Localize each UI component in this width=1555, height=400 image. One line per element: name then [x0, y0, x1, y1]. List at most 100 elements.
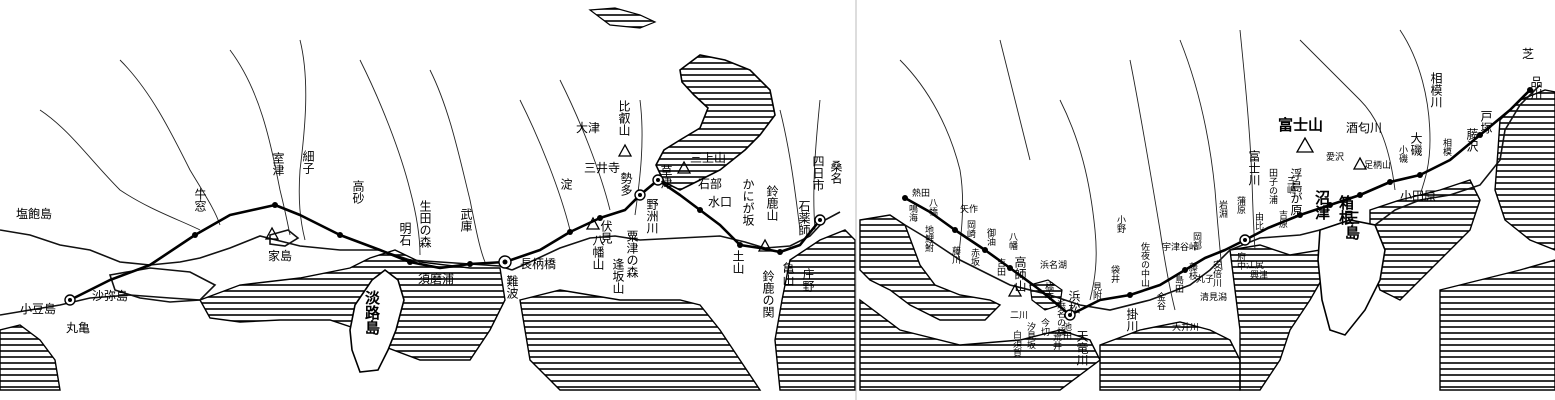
label-mikami: 三上山 [690, 151, 726, 165]
river-e2 [999, 39, 1031, 161]
mountain-ashigara [1352, 156, 1368, 170]
label-hamanabashi: 浜名の橋 [1055, 300, 1066, 337]
river-e4 [1129, 59, 1176, 311]
river-e8 [1399, 29, 1431, 196]
river-w4 [298, 39, 307, 241]
sanyo-coast [0, 229, 513, 271]
label-narumi: 鳴海 [907, 203, 918, 223]
label-sumaura: 須磨浦 [418, 272, 454, 286]
label-fujisawa: 藤沢 [1465, 128, 1479, 153]
label-akashi: 明石 [398, 222, 412, 246]
label-koiso: 小磯 [1397, 145, 1408, 164]
label-yokkaichi: 四日市 [811, 155, 825, 191]
label-fushimi: 伏見 [599, 220, 613, 244]
label-marugame: 丸亀 [66, 321, 90, 335]
label-hiei: 比叡山 [617, 100, 631, 136]
label-hamanako: 浜名湖 [1040, 259, 1067, 271]
label-aizawa: 愛沢 [1326, 151, 1344, 163]
river-e1 [899, 59, 964, 261]
label-nagarabashi: 長柄橋 [520, 257, 556, 271]
label-kakegawa: 掛川 [1125, 307, 1139, 332]
west-stations [64, 174, 826, 306]
station-oiso [1417, 172, 1423, 178]
station-kakegawa [1127, 292, 1133, 298]
label-fujigawa: 富士川 [1247, 149, 1261, 186]
osaka-bay-south [519, 289, 762, 391]
label-ejiri: 江尻 [1246, 260, 1264, 271]
station-mishima [1357, 192, 1363, 198]
label-murotsu: 室津 [271, 151, 285, 176]
pacific-east [1439, 259, 1555, 391]
river-e7 [1299, 39, 1396, 191]
izu-peninsula [1317, 219, 1386, 336]
label-shono: 庄野 [801, 267, 815, 292]
route-east [903, 88, 1532, 317]
label-futagawa: 二川 [1010, 311, 1028, 321]
station-fushimi [597, 215, 603, 221]
station-yoshiwara [1297, 212, 1303, 218]
enshu-nada [1099, 321, 1241, 391]
shikoku-coast-sea [0, 324, 61, 391]
label-seta: 勢多 [619, 171, 633, 197]
label-shodoshima: 小豆島 [20, 301, 56, 316]
label-ikuta: 生田の森 [418, 200, 432, 248]
label-mariko: 丸子 [1196, 273, 1214, 285]
label-kanaya: 金谷 [1155, 291, 1166, 311]
label-ushimado: 牛窓 [193, 187, 207, 212]
label-yasugawa: 野洲川 [645, 198, 659, 234]
river-w9 [634, 99, 643, 216]
ise-bay-west [774, 229, 856, 391]
label-kanizaka: かにが坂 [741, 178, 755, 227]
atsumi-peninsula-sea [859, 298, 1101, 391]
label-sagamigawa: 相模川 [1429, 72, 1443, 108]
label-utsunoya: 宇津谷峠 [1162, 241, 1198, 253]
label-ishiyakushi: 石薬師 [797, 200, 811, 236]
label-shiomizaka: 汐見坂 [1025, 321, 1036, 350]
label-takasago: 高砂 [351, 179, 365, 204]
label-muko: 武庫 [459, 208, 473, 233]
river-e3 [1059, 99, 1097, 301]
label-fujieda: 藤枝 [1187, 261, 1198, 281]
label-numazu: 沼津 [1313, 189, 1331, 221]
label-okitsu: 興津 [1250, 270, 1268, 281]
label-arai: 荒井 [1051, 332, 1062, 351]
river-w11 [813, 99, 821, 231]
station-numazu [1327, 202, 1333, 208]
label-fujikawa: 藤川 [950, 245, 961, 264]
mountain-takashi [1007, 283, 1023, 297]
label-shinagawa: 品川 [1529, 76, 1543, 100]
label-ukishima: 浮島が原 [1289, 168, 1303, 216]
label-ojiri: 小野 [1115, 215, 1126, 233]
label-okabe: 岡部 [1191, 232, 1202, 251]
label-mishima: 三島 [1343, 210, 1361, 241]
station-akashi [407, 259, 413, 265]
east-panel: 熱田 鳴海 八橋 地鯉鮒 藤川 矢作 岡崎 赤坂 御油 吉田 高師山 二川 汐見… [859, 29, 1555, 391]
suruga-bay [1229, 244, 1331, 391]
mountain-ieshima [264, 226, 280, 240]
label-ishibe: 石部 [698, 176, 722, 191]
route-west [68, 178, 822, 302]
station-takasago [337, 232, 343, 238]
label-yui: 由比 [1253, 211, 1264, 230]
ieshima-coast [269, 229, 300, 247]
mountain-suzuka [757, 238, 773, 252]
label-yatsuhashi: 八橋 [927, 198, 938, 217]
seto-inland-sea [198, 249, 506, 361]
label-shiwaku: 塩飽島 [16, 206, 52, 221]
label-oigawa: 大井川 [1172, 321, 1199, 333]
mountain-yawata [585, 216, 601, 230]
river-w1 [39, 109, 201, 231]
west-panel: 塩飽島 丸亀 小豆島 沙弥島 牛窓 室津 細子 高砂 家島 明石 生田の森 須磨… [0, 7, 856, 391]
label-akasaka: 赤坂 [969, 248, 980, 267]
label-kiyomigata: 清見潟 [1200, 291, 1227, 303]
label-hakone: 箱根 [1337, 194, 1355, 226]
shodoshima-coast [108, 267, 217, 303]
label-yawata: 八幡山 [591, 234, 605, 270]
label-ieshima: 家島 [268, 248, 292, 263]
label-mikaki: 三嶋 [1285, 176, 1296, 195]
station-shinagawa [1527, 87, 1533, 93]
label-kameyama: 亀山 [781, 262, 795, 286]
label-goyu: 御油 [985, 227, 996, 247]
